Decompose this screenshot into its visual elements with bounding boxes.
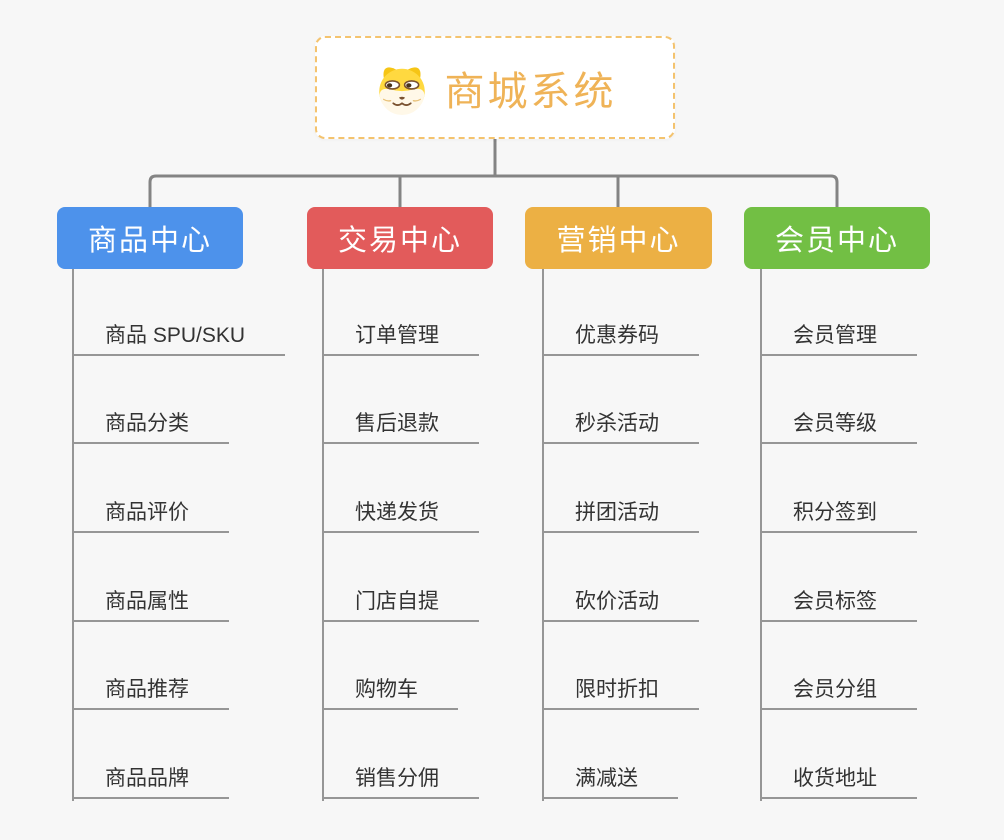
leaf-node[interactable]: 满减送 — [542, 755, 678, 799]
root-title: 商城系统 — [444, 69, 617, 114]
leaf-node[interactable]: 销售分佣 — [322, 755, 479, 799]
leaf-node[interactable]: 商品属性 — [72, 578, 229, 622]
leaf-node[interactable]: 商品评价 — [72, 489, 229, 533]
leaf-node[interactable]: 快递发货 — [322, 489, 479, 533]
leaf-node[interactable]: 商品品牌 — [72, 755, 229, 799]
leaf-node[interactable]: 收货地址 — [760, 755, 917, 799]
leaf-node[interactable]: 砍价活动 — [542, 578, 699, 622]
branch-node-product-center[interactable]: 商品中心 — [57, 207, 243, 269]
leaf-node[interactable]: 售后退款 — [322, 400, 479, 444]
leaf-node[interactable]: 商品推荐 — [72, 666, 229, 710]
branch-trunk-line — [760, 269, 762, 801]
leaf-node[interactable]: 积分签到 — [760, 489, 917, 533]
leaf-node[interactable]: 秒杀活动 — [542, 400, 699, 444]
branch-node-member-center[interactable]: 会员中心 — [744, 207, 930, 269]
leaf-node[interactable]: 购物车 — [322, 666, 458, 710]
branch-node-trade-center[interactable]: 交易中心 — [307, 207, 493, 269]
leaf-node[interactable]: 会员管理 — [760, 312, 917, 356]
leaf-node[interactable]: 会员分组 — [760, 666, 917, 710]
leaf-node[interactable]: 商品 SPU/SKU — [72, 312, 286, 356]
root-node[interactable]: 商城系统 — [315, 36, 675, 139]
leaf-node[interactable]: 门店自提 — [322, 578, 479, 622]
branch-trunk-line — [542, 269, 544, 801]
leaf-node[interactable]: 订单管理 — [322, 312, 479, 356]
leaf-node[interactable]: 会员标签 — [760, 578, 917, 622]
leaf-node[interactable]: 优惠券码 — [542, 312, 699, 356]
doge-icon — [374, 60, 430, 116]
branch-trunk-line — [322, 269, 324, 801]
branch-trunk-line — [72, 269, 74, 801]
branch-node-marketing-center[interactable]: 营销中心 — [525, 207, 712, 269]
leaf-node[interactable]: 拼团活动 — [542, 489, 699, 533]
leaf-node[interactable]: 商品分类 — [72, 400, 229, 444]
leaf-node[interactable]: 限时折扣 — [542, 666, 699, 710]
leaf-node[interactable]: 会员等级 — [760, 400, 917, 444]
